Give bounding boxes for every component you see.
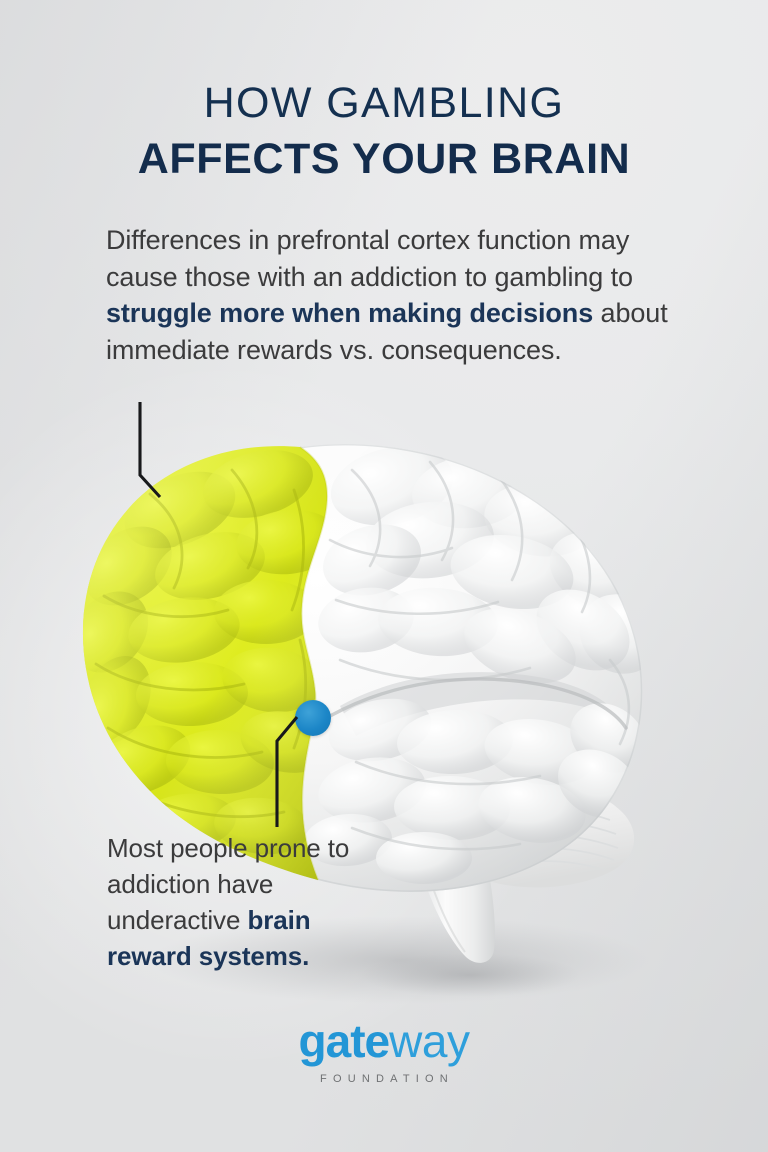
logo-word-gate: gate xyxy=(298,1015,391,1067)
prefrontal-cortex-callout-text: Differences in prefrontal cortex functio… xyxy=(106,222,678,369)
logo-wordmark: gateway xyxy=(0,1018,768,1064)
leader-line-top xyxy=(138,402,162,499)
bottom-copy-lead: Most people prone to addiction have unde… xyxy=(107,833,350,935)
logo-word-way: way xyxy=(389,1015,470,1067)
top-copy-lead: Differences in prefrontal cortex functio… xyxy=(106,225,633,292)
top-copy-emphasis: struggle more when making decisions xyxy=(106,298,594,329)
logo-subtitle: FOUNDATION xyxy=(320,1073,454,1085)
reward-system-marker-dot xyxy=(295,700,331,736)
leader-line-bottom xyxy=(275,716,299,827)
reward-system-callout-text: Most people prone to addiction have unde… xyxy=(107,831,397,975)
bottom-copy-emphasis: brain reward systems. xyxy=(107,904,311,971)
top-copy-tail: about immediate rewards vs. consequences… xyxy=(106,298,668,366)
title-line-1: HOW GAMBLING xyxy=(203,79,565,127)
gateway-foundation-logo[interactable]: gateway FOUNDATION xyxy=(0,1018,768,1085)
title-line-2: AFFECTS YOUR BRAIN xyxy=(137,134,631,183)
page-title: HOW GAMBLING AFFECTS YOUR BRAIN xyxy=(0,78,768,184)
